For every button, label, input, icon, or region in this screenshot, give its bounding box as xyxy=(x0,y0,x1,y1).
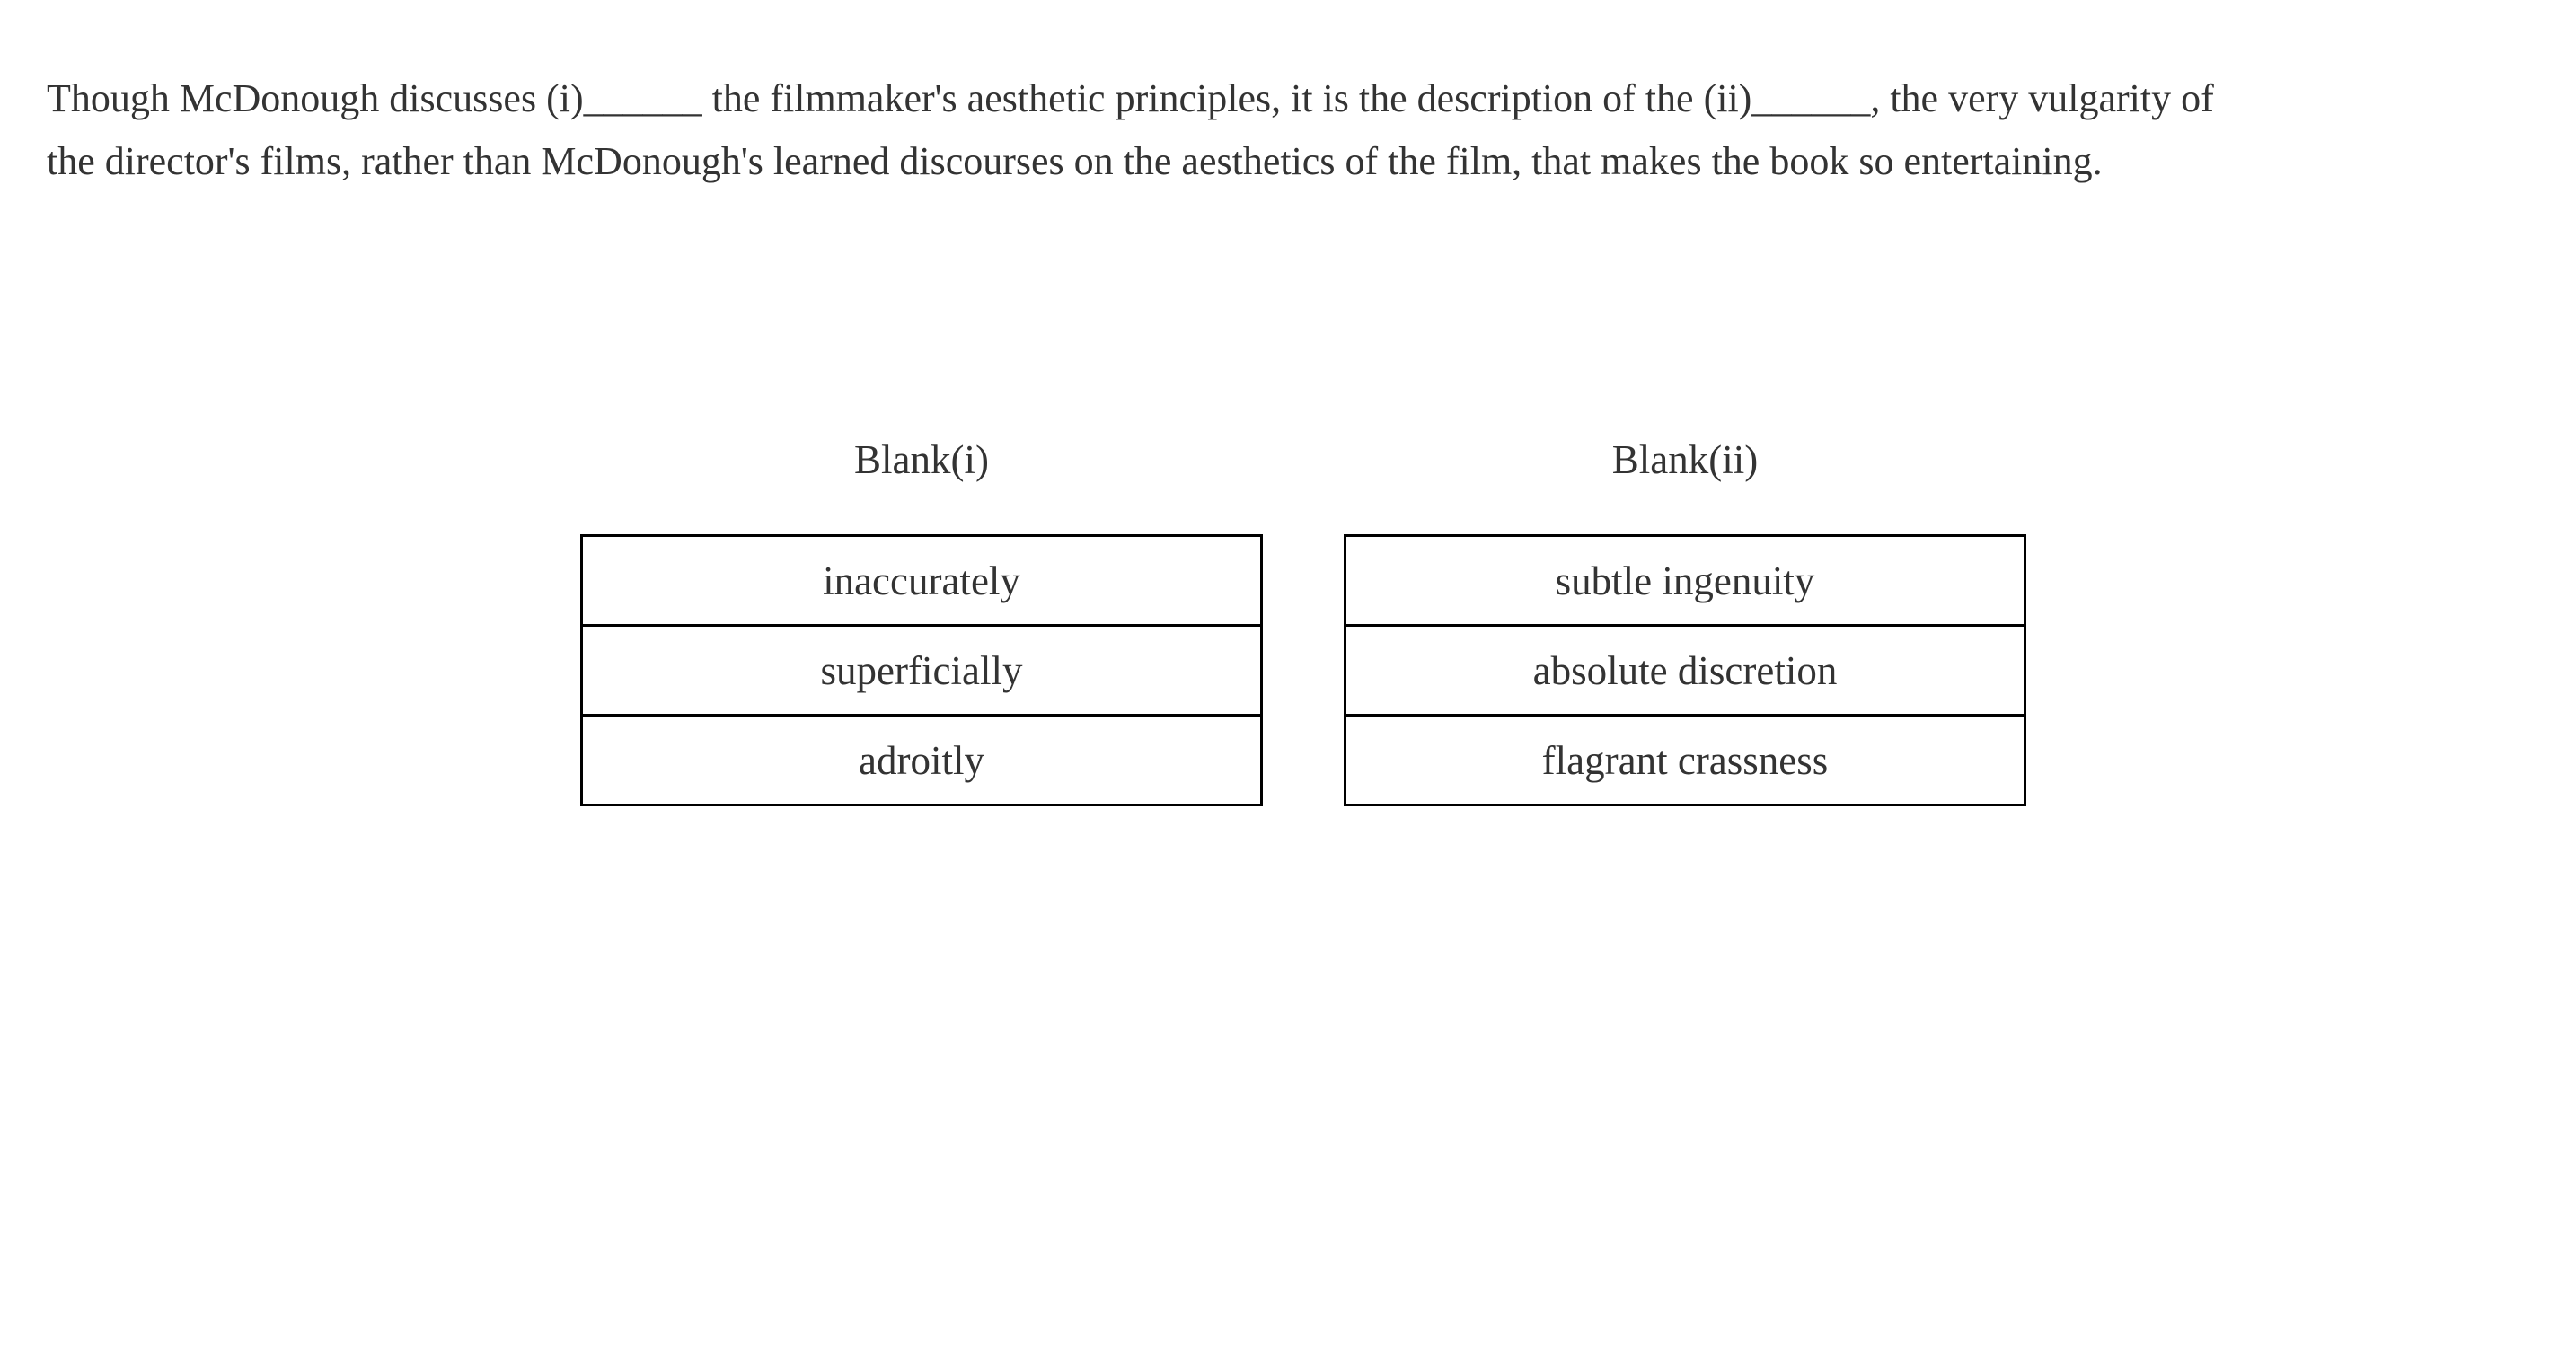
option-row: adroitly xyxy=(580,714,1263,806)
blank-ii-option-2[interactable]: absolute discretion xyxy=(1344,624,2026,717)
passage-line-2: the director's films, rather than McDono… xyxy=(47,139,2103,183)
option-row: flagrant crassness xyxy=(1344,714,2026,806)
blank-ii-group: Blank(ii) subtle ingenuity absolute disc… xyxy=(1344,431,2026,806)
option-row: inaccurately xyxy=(580,534,1263,627)
option-row: superficially xyxy=(580,624,1263,717)
answer-options-area: Blank(i) inaccurately superficially adro… xyxy=(580,431,2026,806)
blank-ii-options-table: subtle ingenuity absolute discretion fla… xyxy=(1344,534,2026,806)
blank-i-option-3[interactable]: adroitly xyxy=(580,714,1263,806)
blank-i-options-table: inaccurately superficially adroitly xyxy=(580,534,1263,806)
blank-i-option-1[interactable]: inaccurately xyxy=(580,534,1263,627)
passage-line-1: Though McDonough discusses (i)______ the… xyxy=(47,76,2214,120)
option-row: subtle ingenuity xyxy=(1344,534,2026,627)
question-passage: Though McDonough discusses (i)______ the… xyxy=(47,67,2576,193)
option-row: absolute discretion xyxy=(1344,624,2026,717)
blank-ii-option-1[interactable]: subtle ingenuity xyxy=(1344,534,2026,627)
blank-i-group: Blank(i) inaccurately superficially adro… xyxy=(580,431,1263,806)
blank-ii-option-3[interactable]: flagrant crassness xyxy=(1344,714,2026,806)
blank-i-option-2[interactable]: superficially xyxy=(580,624,1263,717)
blank-ii-label: Blank(ii) xyxy=(1611,437,1759,482)
blank-i-label: Blank(i) xyxy=(854,437,989,482)
